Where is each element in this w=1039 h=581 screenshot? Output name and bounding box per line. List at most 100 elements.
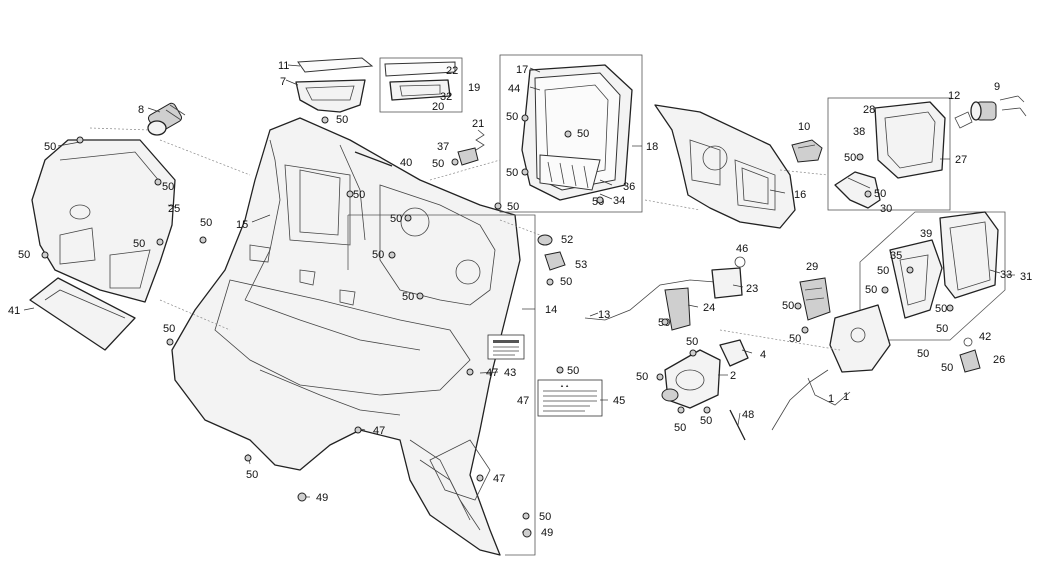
callout-31: 31 (1020, 271, 1032, 283)
callout-44: 40 (400, 157, 412, 169)
callout-50: 50 (200, 217, 212, 229)
callout-53: 53 (575, 259, 587, 271)
callout-19: 19 (468, 82, 480, 94)
callout-50: 50 (935, 303, 947, 315)
callout-46: 46 (736, 243, 748, 255)
bottom-plate-part (29, 277, 136, 351)
callout-45: 45 (613, 395, 625, 407)
callout-49: 49 (316, 492, 328, 504)
callout-10: 10 (798, 121, 810, 133)
callout-47: 47 (493, 473, 505, 485)
callout-50: 50 (936, 323, 948, 335)
callout-47: 47 (517, 395, 529, 407)
fuel-cap-assembly (661, 339, 749, 441)
main-body-frame (347, 214, 536, 556)
callout-1: 1 (843, 391, 849, 403)
callout-labels: 50 8 50 25 50 50 41 50 15 50 11 7 50 22 … (8, 60, 1032, 539)
glovebox-assembly (827, 97, 951, 211)
spring-bracket-part (457, 129, 485, 166)
callout-50: 50 (844, 152, 856, 164)
tray-part (295, 57, 374, 113)
callout-50: 50 (674, 422, 686, 434)
callout-42: 42 (979, 331, 991, 343)
callout-50: 50 (353, 189, 365, 201)
callout-18: 18 (646, 141, 658, 153)
callout-50: 50 (432, 158, 444, 170)
callout-50: 50 (941, 362, 953, 374)
callout-11: 11 (278, 60, 289, 72)
callout-50: 50 (700, 415, 712, 427)
callout-38: 38 (853, 126, 865, 138)
callout-13: 13 (598, 309, 610, 321)
callout-50: 50 (507, 201, 519, 213)
cap-parts (537, 234, 566, 271)
callout-40: 21 (472, 118, 484, 130)
callout-20: 20 (432, 101, 444, 113)
callout-34: 34 (613, 195, 625, 207)
callout-8: 8 (138, 104, 144, 116)
callout-50: 50 (686, 336, 698, 348)
callout-50: 50 (163, 323, 175, 335)
callout-50: 50 (506, 167, 518, 179)
callout-28: 28 (863, 104, 875, 116)
callout-50: 50 (560, 276, 572, 288)
hinge-box-assembly (379, 57, 463, 113)
main-inner-cowl-part (171, 117, 521, 556)
callout-49: 49 (541, 527, 553, 539)
callout-7: 7 (280, 76, 286, 88)
callout-50: 50 (506, 111, 518, 123)
callout-50: 50 (162, 181, 174, 193)
callout-52: 52 (561, 234, 573, 246)
callout-22: 22 (446, 65, 458, 77)
upper-shield-part (654, 104, 796, 229)
callout-26: 26 (993, 354, 1005, 366)
switch-block-part (791, 139, 823, 163)
callout-50: 50 (577, 128, 589, 140)
callout-41: 41 (8, 305, 20, 317)
callout-50: 50 (44, 141, 56, 153)
callout-50: 50 (782, 300, 794, 312)
cable-assembly (584, 256, 746, 331)
callout-4: 4 (760, 349, 766, 361)
callout-32: 32 (440, 91, 452, 103)
left-cover-part (31, 139, 176, 303)
warning-label-45-text: ▲ ▲ (560, 383, 569, 388)
callout-50: 50 (865, 284, 877, 296)
callout-50: 50 (18, 249, 30, 261)
warning-label-43 (487, 334, 525, 360)
rod-part (354, 151, 393, 167)
callout-50: 50 (336, 114, 348, 126)
callout-50: 50 (133, 238, 145, 250)
callout-50: 50 (789, 333, 801, 345)
dotted-relation-lines (89, 127, 841, 351)
callout-30: 30 (880, 203, 892, 215)
warning-label-45: ▲ ▲ (537, 379, 603, 417)
lock-assembly (954, 95, 1027, 129)
callout-35: 35 (890, 250, 902, 262)
callout-50: 50 (402, 291, 414, 303)
callout-50: 50 (917, 348, 929, 360)
small-clip-parts (959, 337, 981, 373)
callout-9: 9 (994, 81, 1000, 93)
lid-frame-assembly (499, 54, 643, 213)
callout-12: 12 (948, 90, 960, 102)
callout-29: 29 (806, 261, 818, 273)
callout-50: 50 (372, 249, 384, 261)
knob-part (147, 102, 186, 136)
callout-1: 1 (828, 393, 834, 405)
callout-27: 27 (955, 154, 967, 166)
rod-5-part (771, 369, 851, 431)
callout-16: 16 (794, 189, 806, 201)
callout-15: 15 (236, 219, 248, 231)
callout-39: 39 (920, 228, 932, 240)
callout-43: 43 (504, 367, 516, 379)
callout-25: 25 (168, 203, 180, 215)
callout-50: 50 (390, 213, 402, 225)
callout-50: 50 (246, 469, 258, 481)
callout-17: 37 (437, 141, 449, 153)
callout-47: 47 (373, 425, 385, 437)
callout-47: 47 (486, 367, 498, 379)
callout-50: 50 (877, 265, 889, 277)
callout-50: 50 (636, 371, 648, 383)
